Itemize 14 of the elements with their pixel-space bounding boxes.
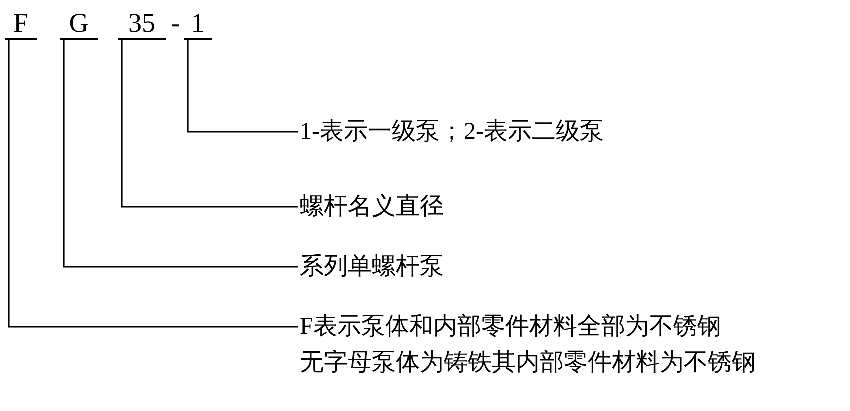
code-segment: F (5, 6, 37, 40)
description-text: F表示泵体和内部零件材料全部为不锈钢 (300, 313, 722, 341)
description-text: 无字母泵体为铸铁其内部零件材料为不锈钢 (300, 349, 756, 377)
code-segment: G (60, 6, 98, 40)
leader-line (63, 40, 298, 268)
separator-text: - (171, 7, 180, 40)
description-text: 螺杆名义直径 (300, 193, 444, 221)
leader-line (187, 40, 298, 133)
description-text: 系列单螺杆泵 (300, 253, 444, 281)
leader-line (121, 40, 298, 208)
description-text: 1-表示一级泵；2-表示二级泵 (300, 118, 604, 146)
code-segment: 1 (184, 6, 212, 40)
code-segment: 35 (118, 6, 166, 40)
leader-line (8, 40, 298, 328)
